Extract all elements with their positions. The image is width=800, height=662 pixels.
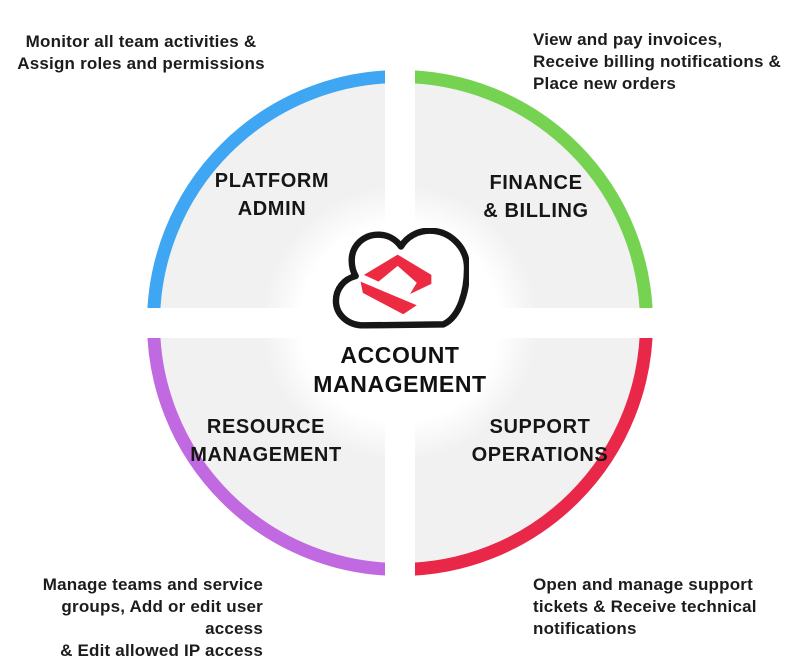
s-mark — [360, 254, 432, 315]
arc-resource-management — [147, 322, 401, 576]
label-platform-admin: PLATFORM ADMIN — [214, 170, 330, 220]
label-support-operations: SUPPORT OPERATIONS — [471, 416, 609, 466]
label-finance-billing: FINANCE & BILLING — [483, 172, 589, 222]
label-resource-management: RESOURCE MANAGEMENT — [190, 416, 342, 466]
cloud-s-logo-icon — [332, 228, 469, 329]
arc-finance-billing — [399, 70, 653, 324]
arc-platform-admin — [147, 70, 401, 324]
center-title: ACCOUNT MANAGEMENT — [313, 342, 487, 397]
note-platform-admin: Monitor all team activities & Assign rol… — [17, 32, 265, 73]
cloud-outline — [332, 228, 469, 329]
arc-support-operations — [399, 322, 653, 576]
note-resource-management: Manage teams and service groups, Add or … — [42, 575, 263, 660]
note-finance-billing: View and pay invoices, Receive billing n… — [533, 30, 782, 93]
note-support-operations: Open and manage support tickets & Receiv… — [533, 575, 757, 638]
